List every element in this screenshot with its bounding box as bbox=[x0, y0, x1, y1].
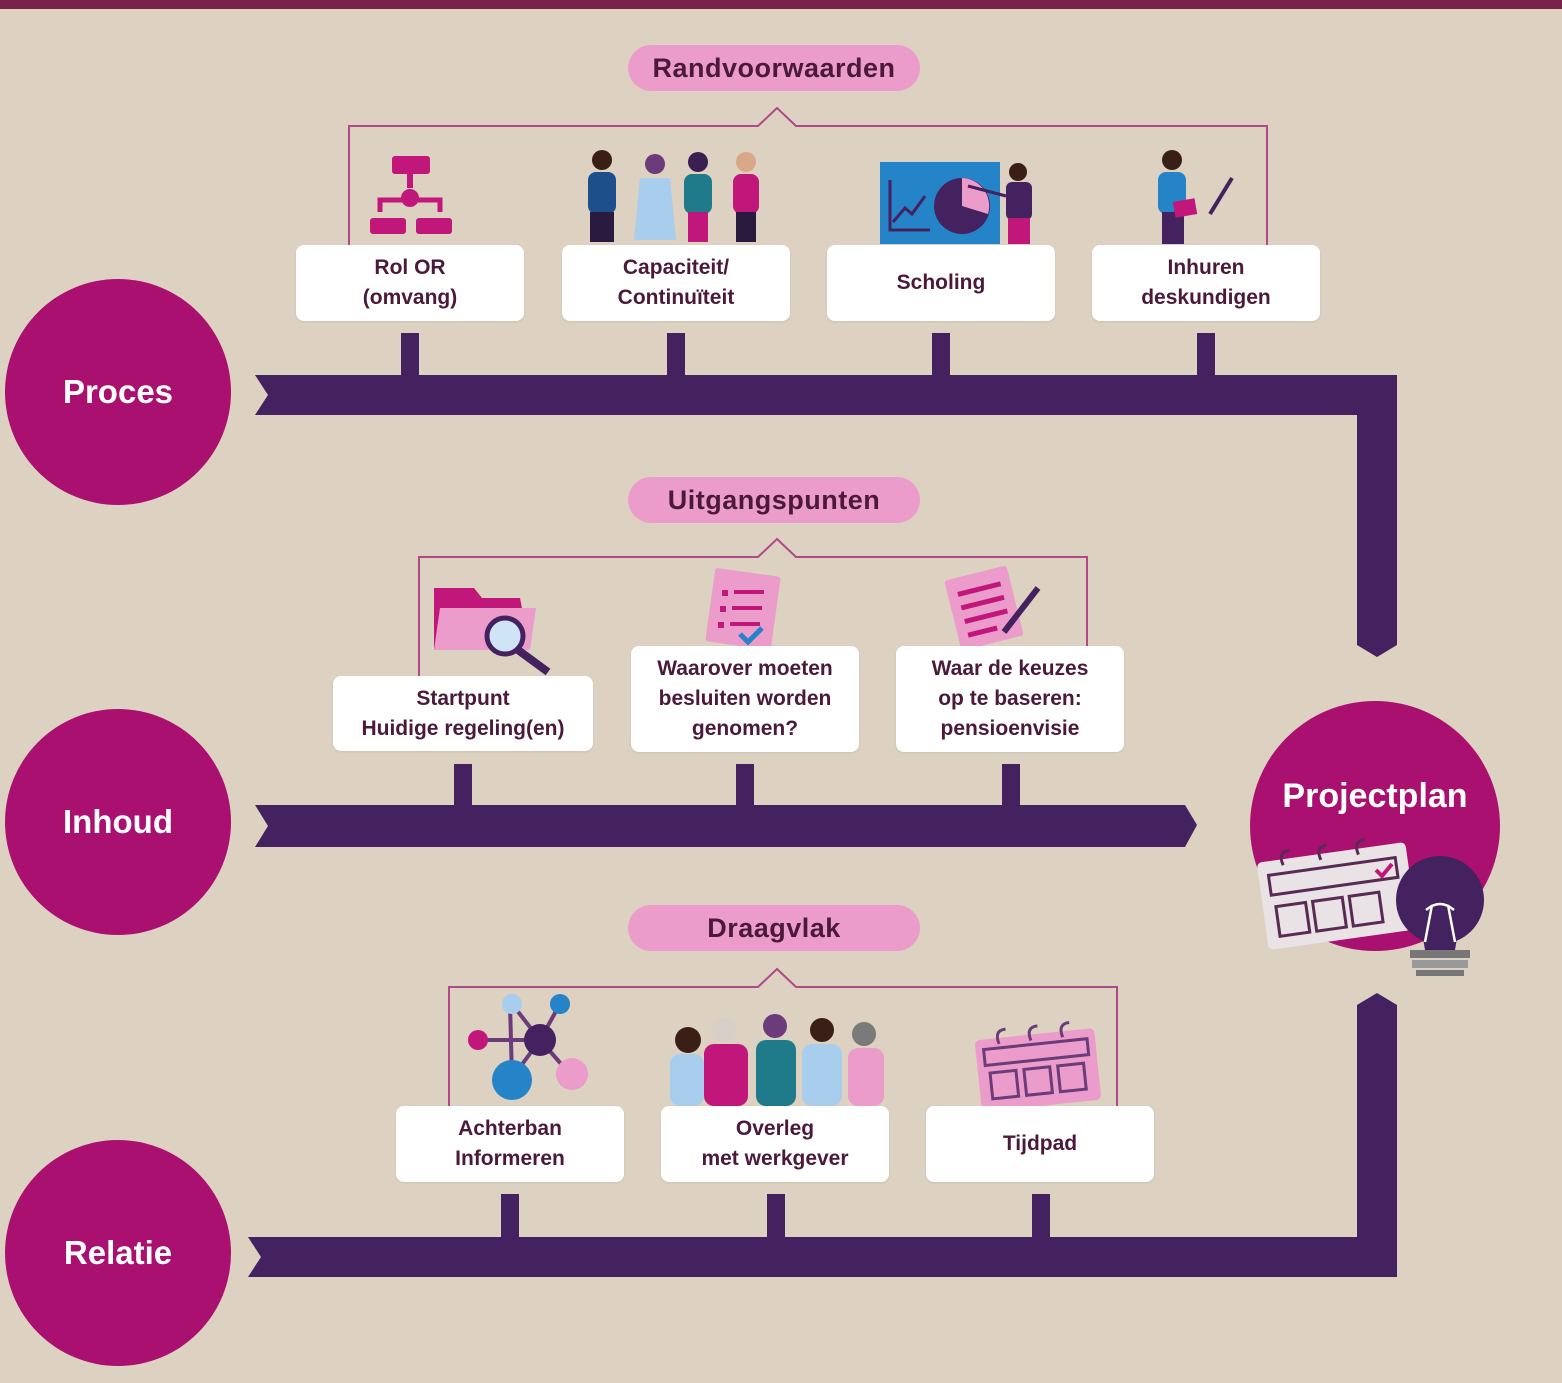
checklist-icon bbox=[705, 568, 781, 650]
document-pen-icon bbox=[944, 565, 1041, 651]
proces-connectors bbox=[401, 333, 1215, 377]
box-line: besluiten worden bbox=[658, 687, 832, 710]
relatie-connectors bbox=[501, 1194, 1050, 1240]
box-line: Inhuren bbox=[1167, 256, 1245, 279]
network-icon bbox=[468, 994, 588, 1100]
rol-or-box: Rol OR (omvang) bbox=[296, 245, 524, 321]
box-line: Informeren bbox=[455, 1147, 565, 1170]
draagvlak-bracket bbox=[448, 967, 1118, 1106]
box-line: Waarover moeten bbox=[657, 657, 833, 680]
box-line: Tijdpad bbox=[1002, 1132, 1078, 1155]
meeting-icon bbox=[670, 1014, 884, 1106]
expert-icon bbox=[1158, 150, 1234, 244]
relatie-circle bbox=[5, 1140, 231, 1366]
box-line: Continuïteit bbox=[617, 286, 735, 309]
scholing-box: Scholing bbox=[827, 245, 1055, 321]
box-line: Capaciteit/ bbox=[622, 256, 730, 279]
proces-label: Proces bbox=[62, 373, 174, 410]
box-line: pensioenvisie bbox=[940, 717, 1080, 740]
box-line: Waar de keuzes bbox=[931, 657, 1089, 680]
randvoorwaarden-pill: Randvoorwaarden bbox=[628, 45, 920, 91]
top-bar bbox=[0, 0, 1562, 9]
overleg-box: Overleg met werkgever bbox=[661, 1106, 889, 1182]
pensioenvisie-box: Waar de keuzes op te baseren: pensioenvisi… bbox=[896, 646, 1124, 752]
inhoud-connectors bbox=[454, 764, 1020, 808]
box-line: genomen? bbox=[691, 717, 799, 740]
lightbulb-icon bbox=[1396, 856, 1484, 976]
projectplan-calendar-icon bbox=[1257, 838, 1417, 950]
draagvlak-pill: Draagvlak bbox=[628, 905, 920, 951]
proces-circle bbox=[5, 279, 231, 505]
box-line: Achterban bbox=[458, 1117, 562, 1140]
box-line: met werkgever bbox=[701, 1147, 849, 1170]
box-line: Startpunt bbox=[416, 686, 510, 710]
uitgangspunten-pill: Uitgangspunten bbox=[628, 477, 920, 523]
inhuren-box: Inhuren deskundigen bbox=[1092, 245, 1320, 321]
tijdpad-box: Tijdpad bbox=[926, 1106, 1154, 1182]
randvoorwaarden-bracket bbox=[348, 106, 1268, 245]
box-line: Rol OR bbox=[374, 256, 446, 279]
box-line: op te baseren: bbox=[938, 687, 1082, 710]
box-line: Overleg bbox=[735, 1117, 815, 1140]
projectplan-label: Projectplan bbox=[1282, 776, 1468, 815]
box-line: Scholing bbox=[896, 271, 986, 294]
relatie-label: Relatie bbox=[63, 1234, 173, 1271]
proces-track bbox=[255, 375, 1397, 657]
inhoud-circle bbox=[5, 709, 231, 935]
calendar-icon bbox=[975, 1020, 1101, 1112]
inhoud-track bbox=[255, 805, 1197, 847]
relatie-track bbox=[248, 993, 1397, 1277]
box-line: Huidige regeling(en) bbox=[361, 716, 565, 740]
box-line: (omvang) bbox=[362, 286, 458, 309]
box-line: deskundigen bbox=[1141, 286, 1271, 309]
people-group-icon bbox=[588, 150, 759, 242]
uitgangspunten-bracket bbox=[418, 537, 1088, 676]
flowchart-icon bbox=[370, 156, 452, 234]
presentation-icon bbox=[880, 162, 1032, 244]
folder-search-icon bbox=[434, 588, 551, 676]
waarover-box: Waarover moeten besluiten worden genomen? bbox=[631, 646, 859, 752]
capaciteit-box: Capaciteit/Continuïteit bbox=[562, 245, 790, 321]
inhoud-label: Inhoud bbox=[63, 803, 173, 840]
